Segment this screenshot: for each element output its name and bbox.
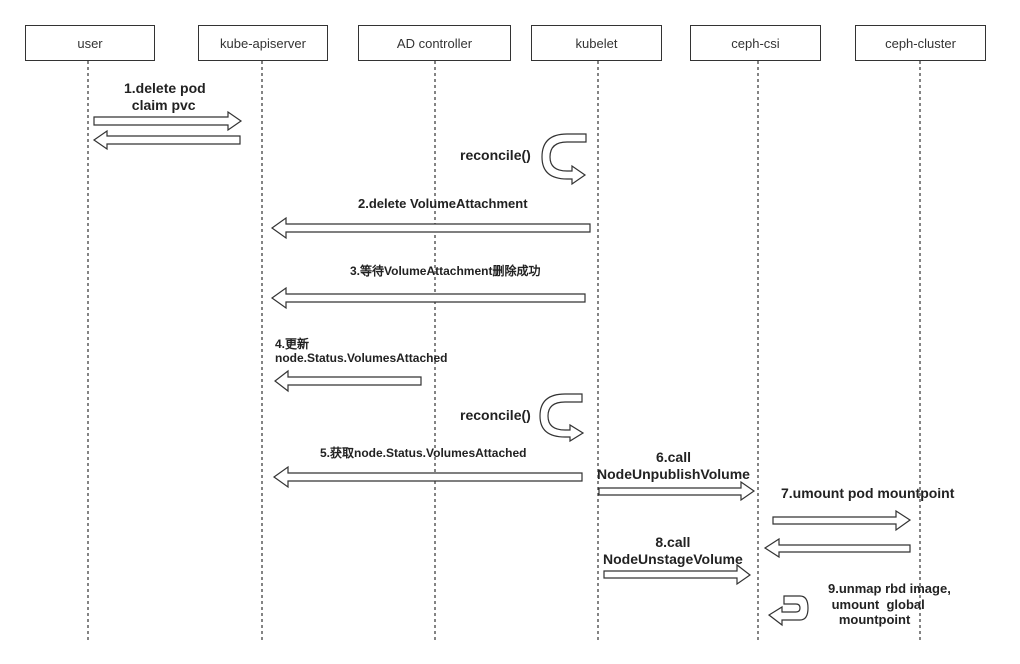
message-3-label: 3.等待VolumeAttachment删除成功 xyxy=(350,264,541,278)
message-6-label: 6.call NodeUnpublishVolume xyxy=(597,449,750,482)
actor-ad-controller: AD controller xyxy=(358,25,511,61)
actor-user: user xyxy=(25,25,155,61)
actor-kubelet: kubelet xyxy=(531,25,662,61)
arrow-6 xyxy=(598,480,756,502)
arrow-3 xyxy=(270,286,586,310)
message-5-label: 5.获取node.Status.VolumesAttached xyxy=(320,446,527,460)
reconcile-loop-9 xyxy=(767,595,809,627)
arrow-2 xyxy=(270,216,591,240)
reconcile-loop-1 xyxy=(541,133,587,186)
message-1-label: 1.delete pod claim pvc xyxy=(124,80,206,113)
arrow-5 xyxy=(272,465,583,489)
message-9-label: 9.unmap rbd image, umount global mountpo… xyxy=(828,581,951,628)
message-7-label: 7.umount pod mountpoint xyxy=(781,485,955,501)
actor-kube-apiserver: kube-apiserver xyxy=(198,25,328,61)
message-4-label: 4.更新 node.Status.VolumesAttached xyxy=(275,337,448,366)
message-8-label: 8.call NodeUnstageVolume xyxy=(603,534,743,567)
arrow-8 xyxy=(603,563,752,586)
actor-ceph-cluster: ceph-cluster xyxy=(855,25,986,61)
arrow-7-return xyxy=(763,537,911,559)
reconcile-loop-2 xyxy=(539,393,585,443)
message-2-label: 2.delete VolumeAttachment xyxy=(358,196,528,211)
arrow-1-request xyxy=(93,110,243,132)
arrow-7-request xyxy=(772,509,912,532)
arrow-1-return xyxy=(92,129,241,151)
reconcile-label-2: reconcile() xyxy=(460,407,531,423)
arrow-4 xyxy=(274,369,422,393)
reconcile-label-1: reconcile() xyxy=(460,147,531,163)
actor-ceph-csi: ceph-csi xyxy=(690,25,821,61)
